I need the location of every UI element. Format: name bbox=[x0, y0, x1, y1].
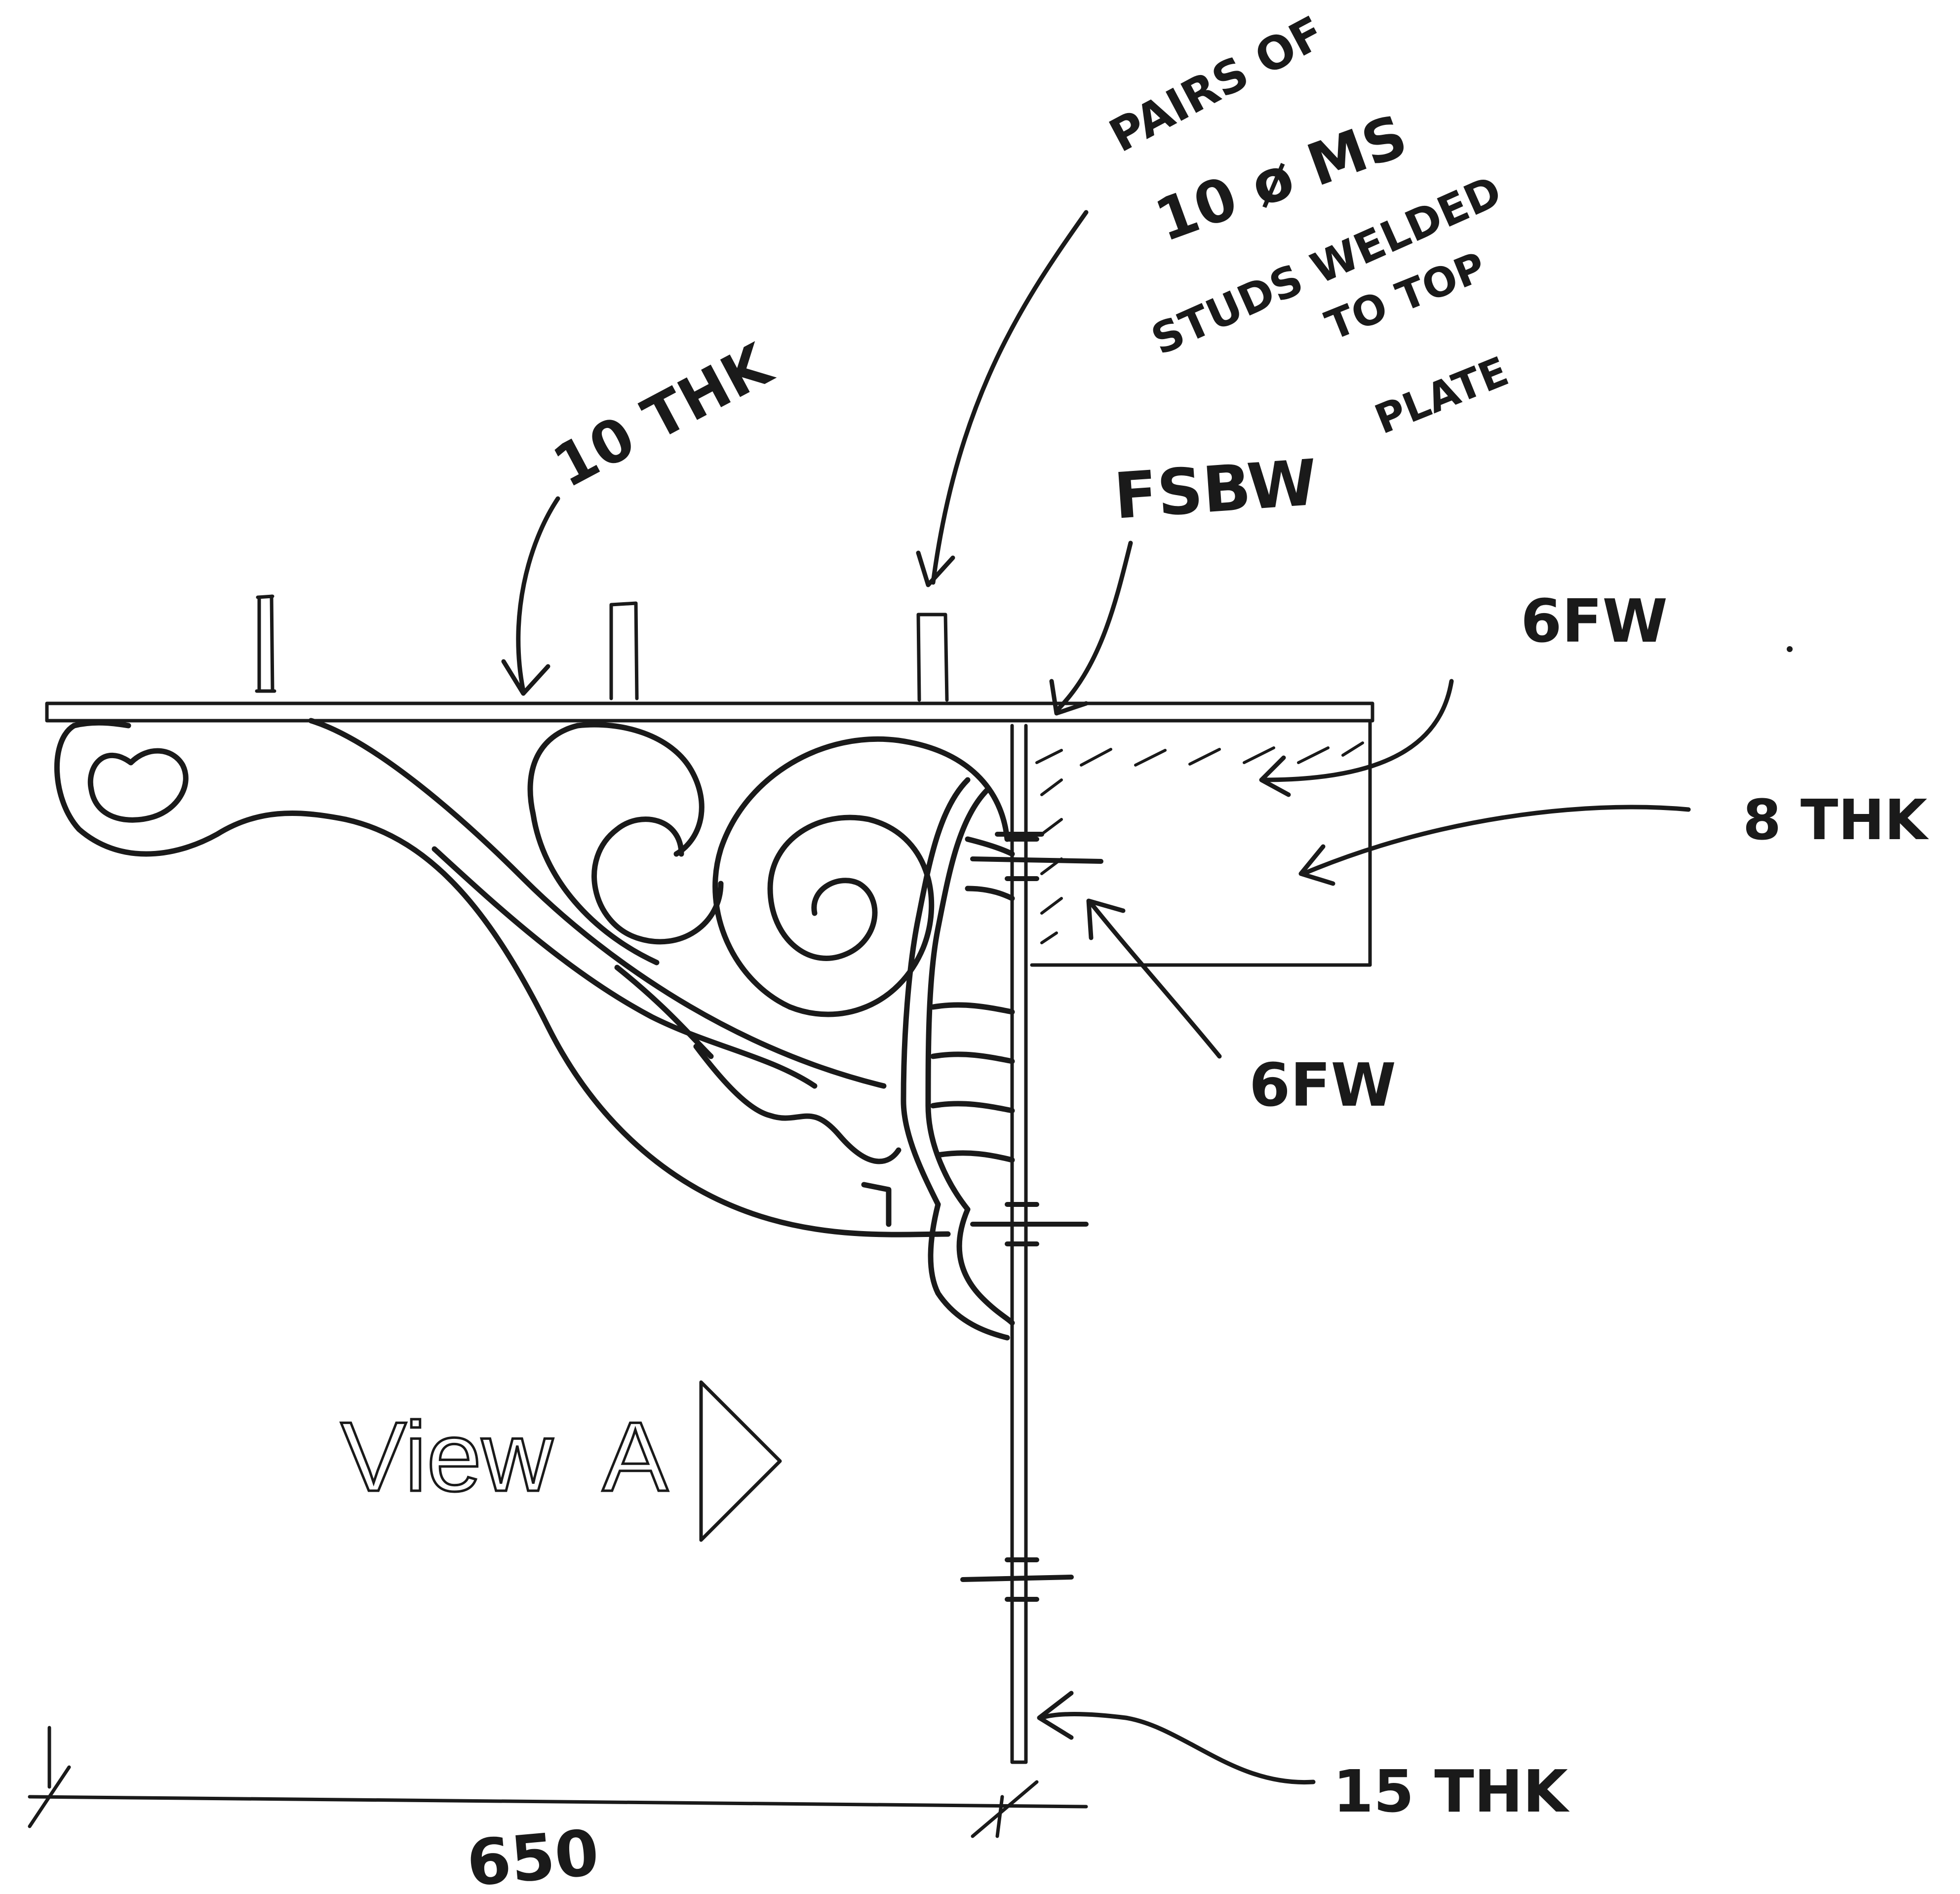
stud-1 bbox=[255, 594, 276, 693]
stud-3 bbox=[916, 613, 949, 702]
dimension-650 bbox=[28, 1726, 1088, 1838]
stud-2 bbox=[609, 601, 639, 700]
label-gfw-upper: 6FW bbox=[1521, 587, 1668, 656]
bracket-scroll bbox=[54, 718, 1015, 1341]
stray-dot bbox=[1787, 646, 1793, 652]
label-side-plate: 8 THK bbox=[1743, 788, 1929, 852]
arrow-fsbw bbox=[1054, 541, 1133, 713]
label-studs-5: PLATE bbox=[1369, 348, 1515, 443]
arrow-6fw-lower bbox=[1089, 901, 1222, 1059]
arrow-8thk bbox=[1301, 805, 1691, 876]
fillet-weld-hatch bbox=[1035, 741, 1364, 944]
arrow-studs bbox=[931, 210, 1089, 585]
view-triangle-icon bbox=[699, 1380, 782, 1542]
leader-arrows bbox=[501, 210, 1691, 1785]
label-top-plate: 10 THK bbox=[542, 329, 784, 501]
top-plate bbox=[45, 701, 1374, 723]
side-plate bbox=[1030, 719, 1372, 967]
label-fsbw: FSBW bbox=[1112, 446, 1320, 534]
bolts bbox=[960, 832, 1103, 1602]
studs bbox=[255, 594, 949, 702]
label-dimension: 650 bbox=[464, 1816, 602, 1894]
arrow-15thk bbox=[1039, 1712, 1316, 1785]
arrow-10thk bbox=[516, 496, 560, 694]
arrow-6fw-upper bbox=[1261, 679, 1454, 782]
label-post-plate: 15 THK bbox=[1333, 1757, 1570, 1825]
label-view-a: View A bbox=[341, 1402, 668, 1512]
label-gfw-lower: 6FW bbox=[1249, 1051, 1396, 1120]
